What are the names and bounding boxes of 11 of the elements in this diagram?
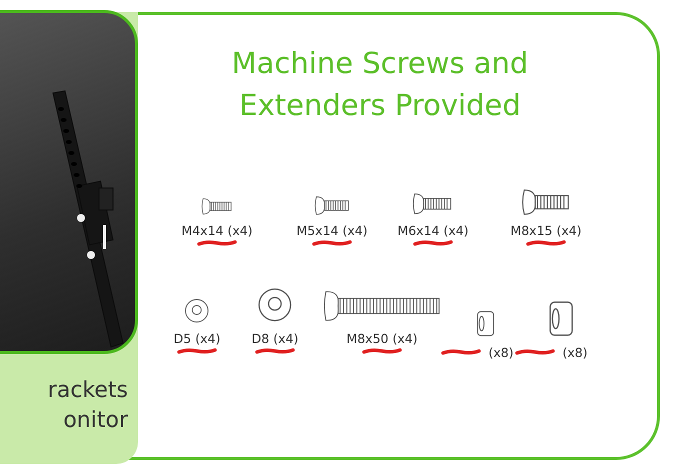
part-label: M5x14 (x4) bbox=[296, 223, 368, 238]
part-label: M8x50 (x4) bbox=[346, 331, 418, 346]
caption-text: rackets onitor bbox=[46, 377, 128, 435]
part-label: D5 (x4) bbox=[174, 331, 220, 346]
title: Machine Screws and Extenders Provided bbox=[230, 45, 530, 124]
part-label: (x8) bbox=[488, 345, 514, 360]
part-label: M6x14 (x4) bbox=[397, 223, 469, 238]
part-label: D8 (x4) bbox=[252, 331, 298, 346]
part-label: M8x15 (x4) bbox=[510, 223, 582, 238]
part-label: (x8) bbox=[562, 345, 588, 360]
part-label: M4x14 (x4) bbox=[181, 223, 253, 238]
